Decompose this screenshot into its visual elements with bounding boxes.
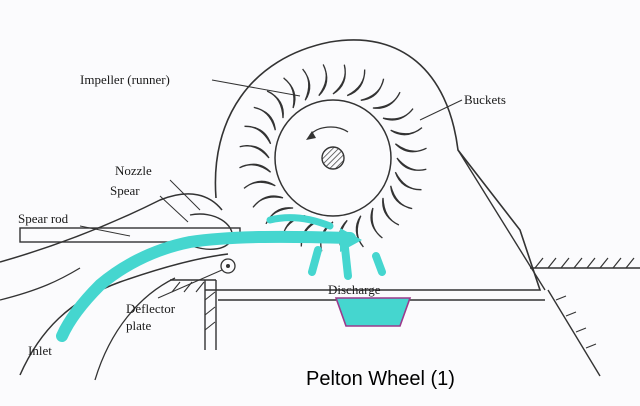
casing-right-wall <box>457 149 546 291</box>
bucket <box>332 64 346 95</box>
ground-hatch-right <box>534 257 635 269</box>
label-spear-rod: Spear rod <box>18 211 69 226</box>
inlet-pipe-outer <box>0 267 81 301</box>
rotation-arrowhead <box>306 131 316 140</box>
bucket <box>394 171 422 191</box>
bucket <box>243 180 276 189</box>
wheel-shaft <box>321 146 345 170</box>
bucket <box>360 78 385 101</box>
water-upper-jet <box>266 214 334 230</box>
discharge-basin <box>334 297 412 327</box>
bucket <box>302 68 311 101</box>
turbine-casing <box>205 39 542 291</box>
water-splash-3 <box>372 252 386 276</box>
water-splash-2 <box>341 244 352 280</box>
leader-deflector <box>157 269 223 299</box>
leader-nozzle <box>169 179 201 211</box>
bucket <box>390 185 413 210</box>
bucket <box>346 69 366 97</box>
label-plate: plate <box>126 318 152 333</box>
leader-spear-rod <box>79 225 131 237</box>
label-inlet: Inlet <box>28 343 52 358</box>
pit-hatch-left <box>171 281 216 331</box>
tailrace-wall-right <box>547 289 601 377</box>
bucket <box>382 108 414 121</box>
bucket <box>239 145 270 159</box>
bucket <box>382 197 400 226</box>
label-discharge: Discharge <box>328 282 381 297</box>
bucket <box>300 219 320 247</box>
tailrace-hatch <box>555 295 597 349</box>
leader-buckets <box>419 99 463 121</box>
bucket <box>372 91 401 109</box>
bucket <box>239 163 272 173</box>
bucket <box>253 106 276 131</box>
leader-impeller <box>211 79 301 97</box>
runner-disc <box>274 99 392 217</box>
bucket <box>283 77 296 109</box>
water-splash-1 <box>308 246 322 276</box>
bucket <box>396 157 427 171</box>
rotation-arrow <box>309 126 349 136</box>
bucket <box>318 64 328 97</box>
bucket <box>265 207 294 225</box>
bucket <box>390 127 423 136</box>
label-nozzle: Nozzle <box>115 163 152 178</box>
bucket <box>266 90 284 119</box>
bucket <box>252 195 284 208</box>
leader-spear <box>159 195 189 223</box>
inlet-pipe-outer-lower <box>94 277 176 381</box>
water-jet <box>56 230 356 342</box>
label-spear: Spear <box>110 183 140 198</box>
deflector-pivot <box>220 258 236 274</box>
inlet-pipe-upper <box>0 193 223 263</box>
label-deflector: Deflector <box>126 301 176 316</box>
bucket <box>394 143 427 153</box>
bucket <box>370 207 383 239</box>
inlet-pipe-lower <box>19 253 229 376</box>
label-impeller: Impeller (runner) <box>80 72 170 87</box>
bucket <box>244 125 272 145</box>
diagram-title: Pelton Wheel (1) <box>306 368 455 390</box>
label-buckets: Buckets <box>464 92 506 107</box>
bucket <box>355 215 364 248</box>
